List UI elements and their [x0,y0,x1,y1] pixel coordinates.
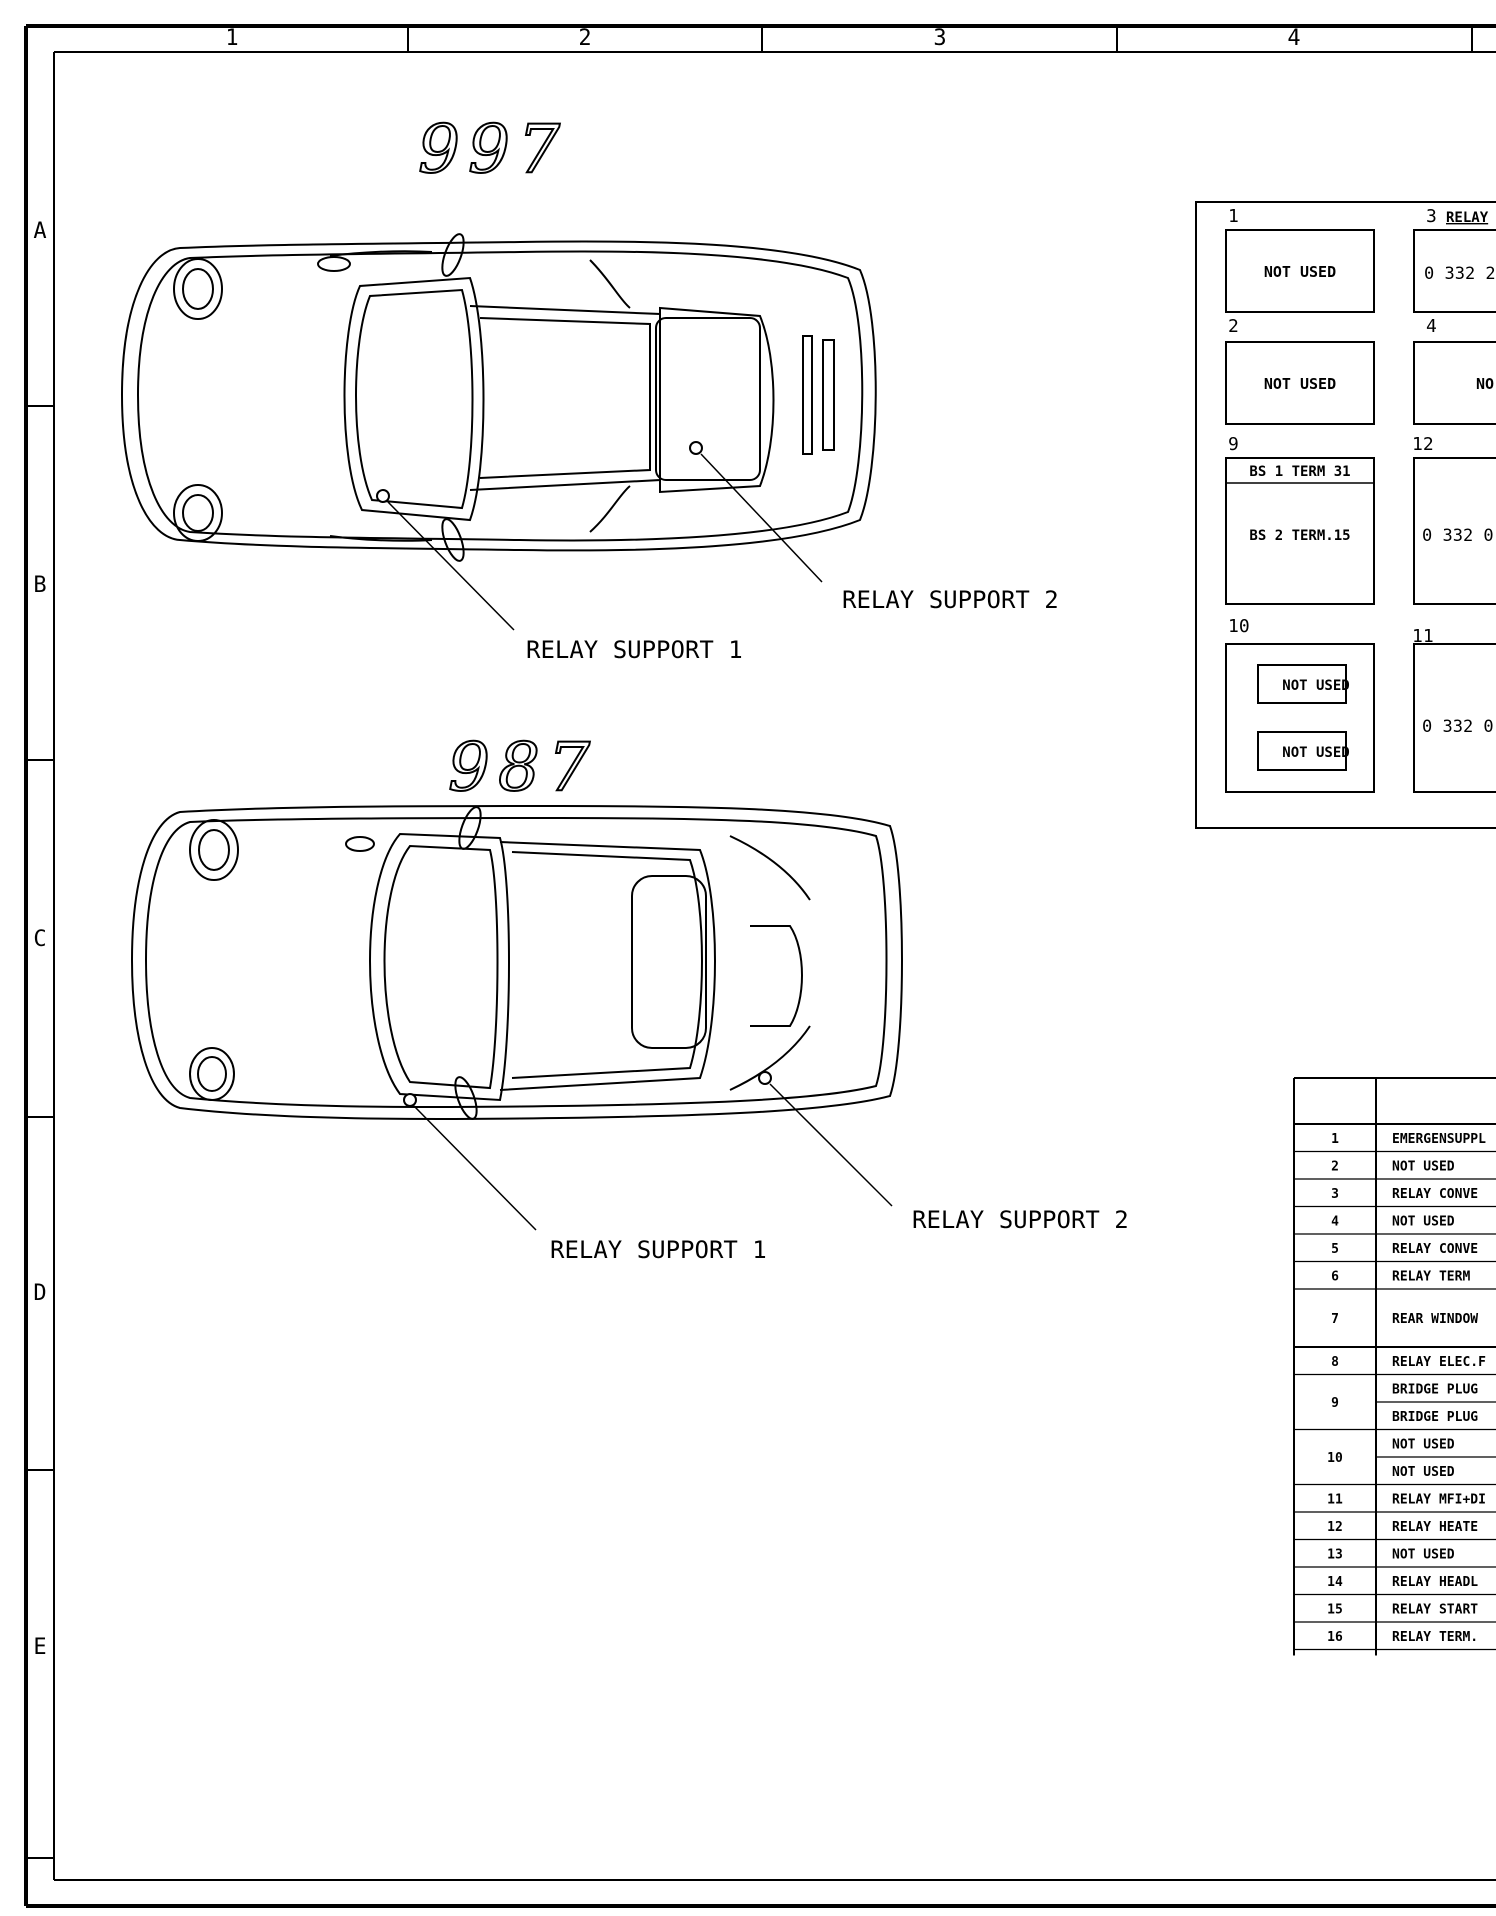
legend-row-text: RELAY CONVE [1392,1187,1478,1202]
legend-row-text: NOT USED [1392,1465,1455,1480]
slot-heading: RELAY [1446,210,1489,226]
legend-row-number: 14 [1327,1575,1343,1590]
relay-support-1-label: RELAY SUPPORT 1 [550,1236,767,1264]
relay-support-1-marker [403,1093,417,1107]
relay-box: 1 NOT USED 2 NOT USED 3 RELAY 0 332 2 4 … [1195,201,1496,829]
relay-support-1-label: RELAY SUPPORT 1 [526,636,743,664]
slot-text: NOT USED [1264,375,1336,393]
legend-row-text: BRIDGE PLUG [1392,1410,1478,1425]
legend-row-text: NOT USED [1392,1214,1455,1229]
column-label: 3 [933,26,946,51]
column-label: 2 [578,26,591,51]
legend-row-text: BRIDGE PLUG [1392,1382,1478,1397]
grid-column-labels: 1 2 3 4 [225,26,1300,51]
car-997-outline [120,233,877,562]
legend-row-number: 3 [1331,1187,1339,1202]
slot-line: BS 2 TERM.15 [1249,528,1350,544]
slot-number: 12 [1412,434,1434,455]
row-label: B [33,573,46,598]
relay-slot-2: 2 NOT USED [1225,316,1375,425]
slot-line: NOT USED [1282,678,1349,694]
slot-text: NOT USED [1264,263,1336,281]
legend-row-text: RELAY CONVE [1392,1242,1478,1257]
relay-slot-10: 10 NOT USED NOT USED [1225,616,1375,793]
legend-row-text: NOT USED [1392,1547,1455,1562]
legend-row-text: RELAY START [1392,1602,1478,1617]
car-987-outline [130,804,903,1120]
slot-line: BS 1 TERM 31 [1249,464,1350,480]
slot-text: NO [1476,375,1494,393]
relay-slot-9: 9 BS 1 TERM 31 BS 2 TERM.15 [1225,434,1375,605]
legend-row-text: NOT USED [1392,1159,1455,1174]
slot-line: NOT USED [1282,745,1349,761]
legend-row-text: RELAY TERM. [1392,1630,1478,1645]
legend-row-text: RELAY MFI+DI [1392,1492,1486,1507]
column-label: 4 [1287,26,1300,51]
legend-row-number: 2 [1331,1159,1339,1174]
row-label: C [33,927,46,952]
slot-number: 1 [1228,206,1239,227]
legend-row-number: 11 [1327,1492,1343,1507]
relay-slot-4: 4 NO [1413,316,1496,425]
relay-support-1-marker [376,489,390,503]
relay-support-2-label: RELAY SUPPORT 2 [912,1206,1129,1234]
drawing-frame [24,24,1496,1908]
legend-row-text: REAR WINDOW [1392,1312,1478,1327]
slot-text: 0 332 0 [1422,526,1494,546]
legend-row-number: 5 [1331,1242,1339,1257]
legend-row-text: EMERGENSUPPL [1392,1132,1486,1147]
relay-slot-11: 11 0 332 0 [1412,626,1496,793]
relay-support-2-marker [689,441,703,455]
slot-number: 9 [1228,434,1239,455]
slot-number: 11 [1412,626,1434,647]
slot-number: 4 [1426,316,1437,337]
slot-number: 3 [1426,206,1437,227]
legend-row-number: 9 [1331,1396,1339,1411]
grid-row-labels: A B C D E [33,219,46,1660]
car-987-relay-marks [403,1071,893,1231]
slot-number: 2 [1228,316,1239,337]
legend-row-text: RELAY ELEC.F [1392,1355,1486,1370]
model-title-987: 987 [448,729,598,806]
legend-row-number: 1 [1331,1132,1339,1147]
column-label: 1 [225,26,238,51]
legend-row-number: 8 [1331,1355,1339,1370]
legend-row-text: RELAY HEADL [1392,1575,1478,1590]
row-label: A [33,219,46,244]
legend-row-number: 13 [1327,1547,1343,1562]
legend-row-number: 15 [1327,1602,1343,1617]
model-title-997: 997 [418,111,568,188]
relay-slot-1: 1 NOT USED [1225,206,1375,313]
legend-row-text: RELAY TERM [1392,1269,1470,1284]
legend-row-number: 16 [1327,1630,1343,1645]
legend-row-text: NOT USED [1392,1437,1455,1452]
relay-slot-12: 12 0 332 0 [1412,434,1496,605]
row-label: E [33,1635,46,1660]
legend-row-number: 10 [1327,1451,1343,1466]
relay-support-2-marker [758,1071,772,1085]
car-997-relay-marks [376,441,823,631]
slot-number: 10 [1228,616,1250,637]
relay-support-2-label: RELAY SUPPORT 2 [842,586,1059,614]
relay-slot-3: 3 RELAY 0 332 2 [1413,206,1496,313]
legend-row-number: 7 [1331,1312,1339,1327]
legend-row-number: 4 [1331,1214,1339,1229]
legend-row-number: 12 [1327,1520,1343,1535]
row-label: D [33,1281,46,1306]
slot-text: 0 332 0 [1422,717,1494,737]
legend-row-text: RELAY HEATE [1392,1520,1478,1535]
slot-text: 0 332 2 [1424,264,1496,284]
legend-row-number: 6 [1331,1269,1339,1284]
